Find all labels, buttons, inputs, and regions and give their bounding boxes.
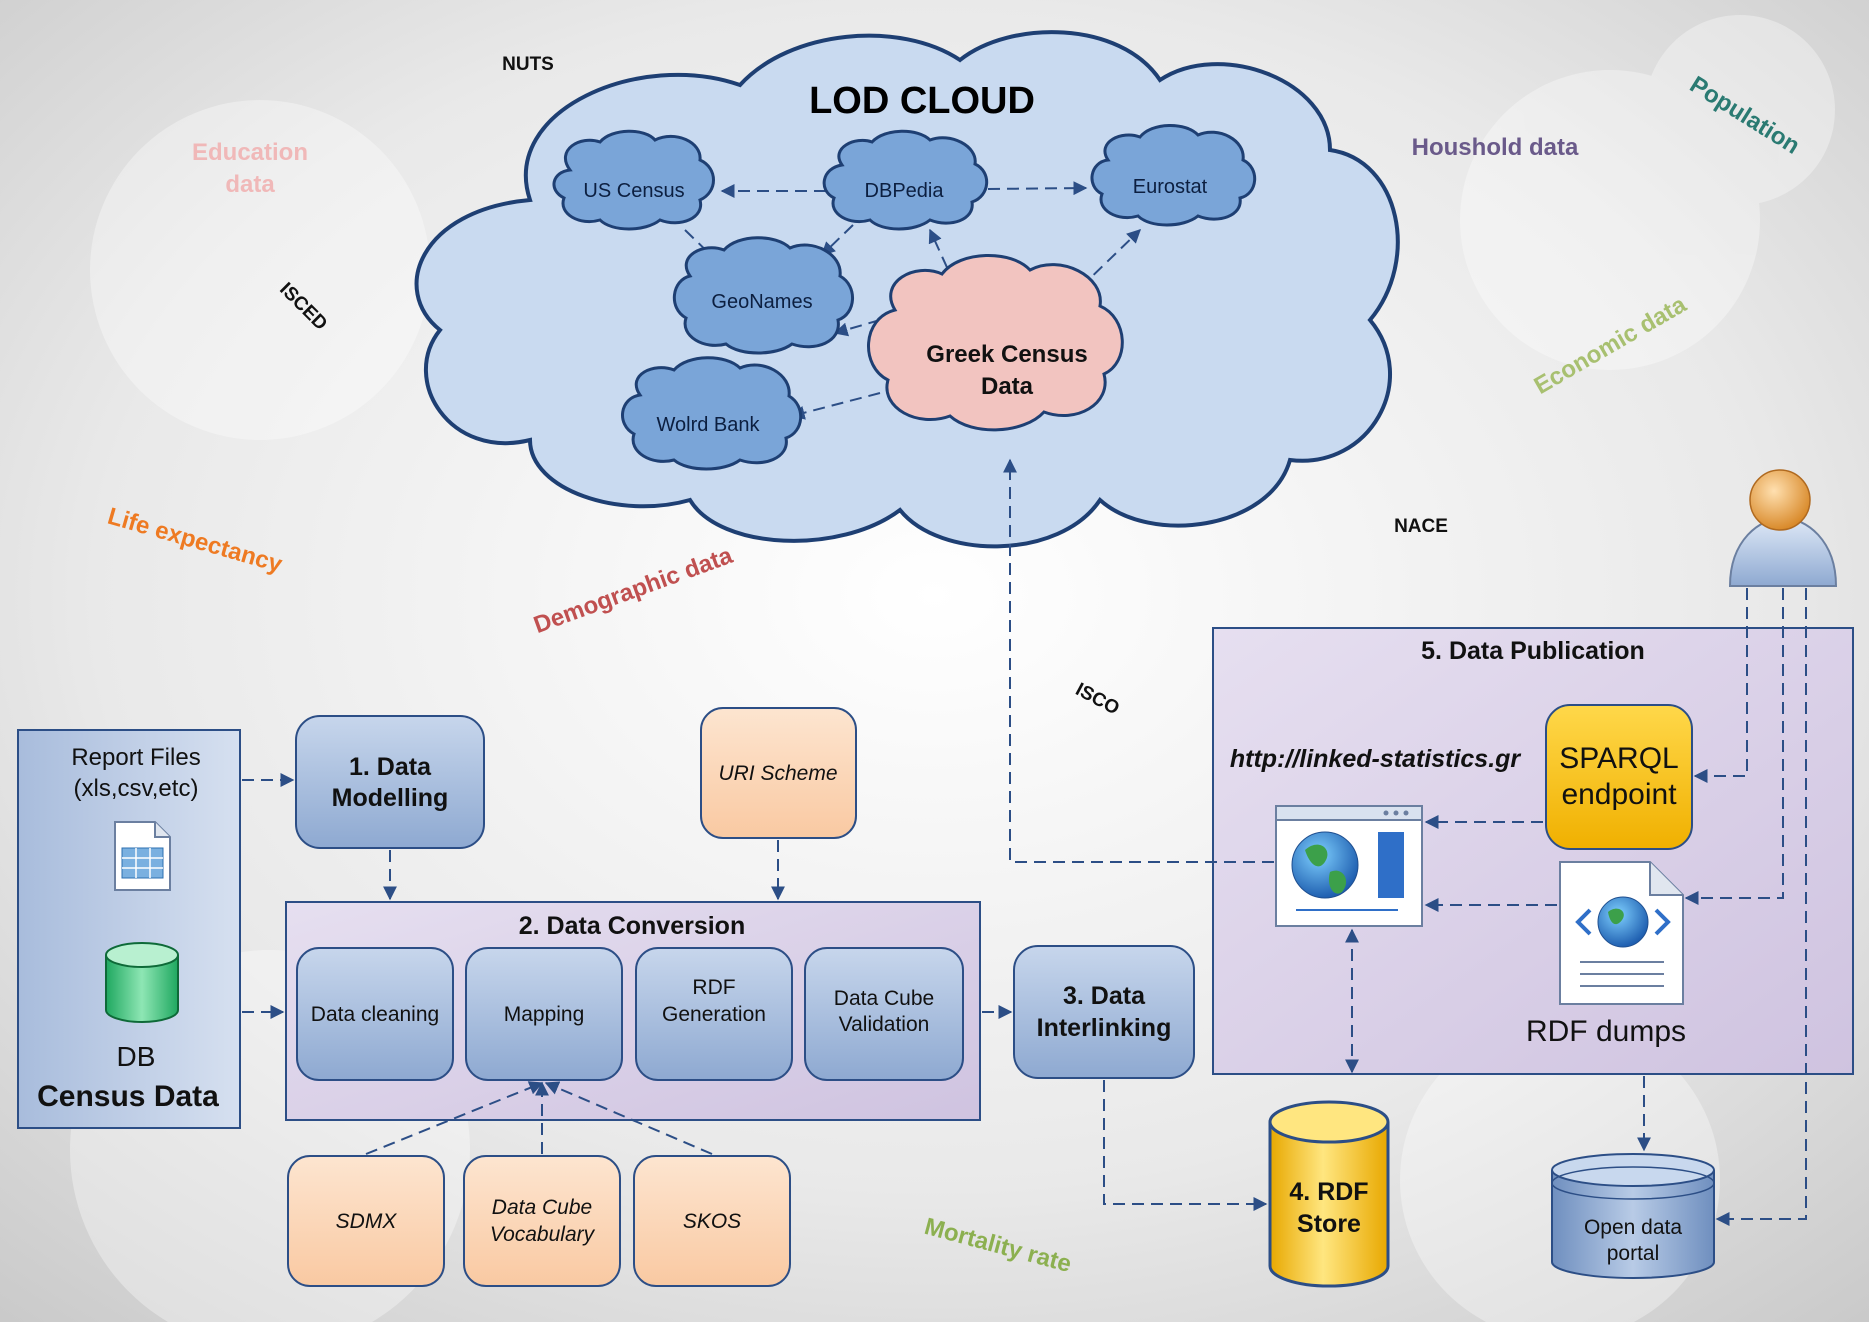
- sources-panel: Report Files (xls,csv,etc) DB Census Dat…: [17, 729, 241, 1129]
- mapping-label: Mapping: [504, 1003, 585, 1026]
- box-rdf-generation: RDF Generation: [635, 947, 793, 1081]
- keyword-nuts: NUTS: [502, 54, 554, 75]
- step-data-modelling: 1. Data Modelling: [295, 715, 485, 849]
- step-4-label-2: Store: [1297, 1210, 1361, 1238]
- link-dbpedia-geonames: [820, 224, 854, 256]
- user-icon: [1728, 469, 1838, 587]
- cube-validation-label-1: Data Cube: [834, 987, 934, 1010]
- cloud-title: LOD CLOUD: [809, 80, 1035, 122]
- arrow-user-to-dumps: [1684, 588, 1784, 905]
- arrow-interlinking-to-store: [1103, 1080, 1268, 1211]
- portal-label-2: portal: [1607, 1242, 1660, 1265]
- vocab-uri-scheme: URI Scheme: [700, 707, 857, 839]
- box-data-cleaning: Data cleaning: [296, 947, 454, 1081]
- step-3-label-2: Interlinking: [1037, 1014, 1172, 1042]
- database-icon: [105, 942, 179, 1023]
- rdf-generation-label-1: RDF: [692, 976, 735, 999]
- node-world-bank: Wolrd Bank: [621, 356, 803, 471]
- arrow-sdmx-to-mapping: [365, 1081, 544, 1155]
- world-bank-label: Wolrd Bank: [656, 414, 760, 436]
- data-cleaning-label: Data cleaning: [311, 1003, 439, 1026]
- arrow-skos-to-mapping: [544, 1081, 713, 1155]
- data-cube-vocab-label-1: Data Cube: [492, 1196, 592, 1219]
- node-greek-census: Greek Census Data: [867, 254, 1124, 432]
- node-us-census: US Census: [552, 129, 715, 231]
- node-geonames: GeoNames: [672, 236, 854, 355]
- cube-validation-label-2: Validation: [839, 1013, 930, 1036]
- link-greek-geonames: [833, 319, 881, 337]
- spreadsheet-icon: [114, 821, 171, 891]
- link-greek-worldbank: [790, 392, 881, 420]
- db-label-1: DB: [117, 1041, 156, 1072]
- sparql-label-1: SPARQL: [1559, 742, 1679, 775]
- step-4-label-1: 4. RDF: [1289, 1178, 1368, 1206]
- arrow-web-to-greek-census: [1003, 458, 1274, 863]
- link-dbpedia-eurostat: [987, 181, 1088, 196]
- box-mapping: Mapping: [465, 947, 623, 1081]
- greek-census-label-1: Greek Census: [926, 341, 1087, 368]
- sparql-label-2: endpoint: [1561, 778, 1677, 811]
- vocab-data-cube: Data Cube Vocabulary: [463, 1155, 621, 1287]
- data-cube-vocab-label-2: Vocabulary: [490, 1223, 596, 1246]
- db-label-2: Census Data: [37, 1080, 219, 1113]
- node-eurostat: Eurostat: [1090, 124, 1257, 227]
- dbpedia-label: DBPedia: [865, 180, 945, 202]
- uri-scheme-label: URI Scheme: [718, 762, 837, 785]
- sparql-endpoint: SPARQL endpoint: [1545, 704, 1693, 850]
- rdf-dumps-icon: [1559, 861, 1684, 1005]
- link-greek-eurostat: [1079, 229, 1142, 289]
- flow-arrows: [242, 458, 1807, 1226]
- keyword-nace: NACE: [1394, 516, 1448, 537]
- keyword-education-2: data: [225, 171, 275, 198]
- conversion-title: 2. Data Conversion: [519, 912, 745, 940]
- report-files-label-1: Report Files: [71, 744, 200, 771]
- step-3-label-1: 3. Data: [1063, 982, 1146, 1010]
- vocab-skos: SKOS: [633, 1155, 791, 1287]
- link-uscensus-geonames: [684, 229, 718, 261]
- rdf-dumps-label: RDF dumps: [1526, 1015, 1686, 1048]
- portal-label-1: Open data: [1584, 1216, 1682, 1239]
- keyword-education-1: Education: [192, 139, 308, 166]
- panel-data-publication: 5. Data Publication http://linked-statis…: [1212, 627, 1854, 1075]
- keyword-houshold: Houshold data: [1412, 134, 1579, 161]
- open-data-portal: Open data portal: [1551, 1153, 1715, 1279]
- publication-url: http://linked-statistics.gr: [1230, 745, 1522, 773]
- report-files-label-2: (xls,csv,etc): [74, 775, 199, 802]
- publication-title: 5. Data Publication: [1421, 637, 1645, 665]
- box-data-cube-validation: Data Cube Validation: [804, 947, 964, 1081]
- node-dbpedia: DBPedia: [822, 129, 989, 231]
- us-census-label: US Census: [583, 180, 684, 202]
- arrow-user-to-portal: [1715, 588, 1807, 1226]
- step-1-label-2: Modelling: [332, 784, 449, 812]
- eurostat-label: Eurostat: [1133, 176, 1208, 198]
- rdf-generation-label-2: Generation: [662, 1003, 766, 1026]
- geonames-label: GeoNames: [711, 291, 812, 313]
- step-data-interlinking: 3. Data Interlinking: [1013, 945, 1195, 1079]
- arrow-user-to-sparql: [1693, 588, 1748, 783]
- vocab-sdmx: SDMX: [287, 1155, 445, 1287]
- web-browser-icon: [1275, 805, 1423, 927]
- step-rdf-store: 4. RDF Store: [1268, 1100, 1390, 1288]
- step-1-label-1: 1. Data: [349, 753, 432, 781]
- sdmx-label: SDMX: [336, 1210, 398, 1233]
- skos-label: SKOS: [683, 1210, 741, 1233]
- greek-census-label-2: Data: [981, 373, 1034, 400]
- panel-data-conversion: 2. Data Conversion Data cleaning Mapping…: [285, 901, 981, 1121]
